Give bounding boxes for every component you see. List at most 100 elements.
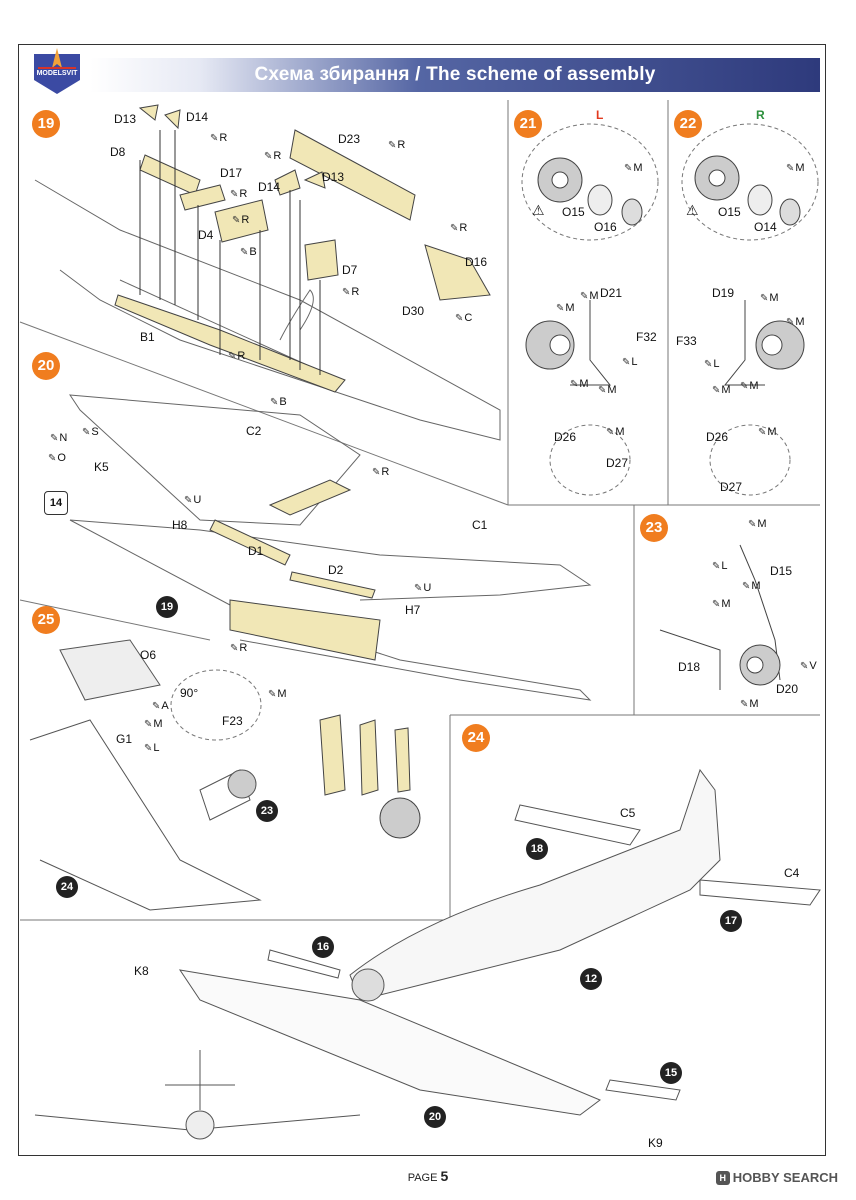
paint-callout: R xyxy=(210,132,227,144)
warning-icon: ⚠ xyxy=(686,202,699,218)
part-label: D18 xyxy=(678,660,701,674)
part-label: D27 xyxy=(606,456,629,470)
step-24-badge: 24 xyxy=(462,724,490,752)
part-label: D7 xyxy=(342,263,358,277)
part-label: D20 xyxy=(776,682,799,696)
part-label: O15 xyxy=(718,205,741,219)
page-number-value: 5 xyxy=(440,1168,449,1184)
paint-callout: M xyxy=(786,316,804,328)
part-label: G1 xyxy=(116,732,133,746)
page-title: Схема збирання / The scheme of assembly xyxy=(254,64,656,85)
part-label: K5 xyxy=(94,460,109,474)
angle-label: 90° xyxy=(180,686,199,700)
part-label: D27 xyxy=(720,480,743,494)
paint-callout: R xyxy=(230,642,247,654)
paint-callout: M xyxy=(712,384,730,396)
paint-callout: M xyxy=(760,292,778,304)
left-side-marker: L xyxy=(596,108,604,122)
part-label: O15 xyxy=(562,205,585,219)
ref-step-18: 18 xyxy=(526,838,548,860)
paint-callout: M xyxy=(742,580,760,592)
part-label: D30 xyxy=(402,304,425,318)
part-label: D8 xyxy=(110,145,126,159)
part-label: H8 xyxy=(172,518,188,532)
paint-callout: S xyxy=(82,426,98,438)
part-label: F32 xyxy=(636,330,657,344)
ref-step-20: 20 xyxy=(424,1106,446,1128)
wheels-21-22 xyxy=(521,123,819,496)
paint-callout: N xyxy=(50,432,67,444)
part-label: O14 xyxy=(754,220,777,234)
ref-step-17: 17 xyxy=(720,910,742,932)
modelsvit-logo xyxy=(34,48,80,94)
paint-callout: R xyxy=(372,466,389,478)
paint-callout: R xyxy=(342,286,359,298)
paint-callout: R xyxy=(450,222,467,234)
ref-step-16: 16 xyxy=(312,936,334,958)
warning-icon: ⚠ xyxy=(532,202,545,218)
part-label: D13 xyxy=(322,170,345,184)
paint-callout: M xyxy=(606,426,624,438)
part-label: D1 xyxy=(248,544,264,558)
part-label: D4 xyxy=(198,228,214,242)
paint-callout: U xyxy=(414,582,431,594)
part-label: D19 xyxy=(712,286,735,300)
page-frame xyxy=(18,44,826,1156)
part-label: K9 xyxy=(648,1136,663,1150)
paint-callout: M xyxy=(556,302,574,314)
ref-step-23: 23 xyxy=(256,800,278,822)
logo-text: MODELSVIT xyxy=(36,70,78,77)
ref-step-12: 12 xyxy=(580,968,602,990)
part-label: C2 xyxy=(246,424,262,438)
paint-callout: R xyxy=(388,139,405,151)
part-label: C1 xyxy=(472,518,488,532)
part-label: D26 xyxy=(554,430,577,444)
paint-callout: R xyxy=(230,188,247,200)
paint-callout: A xyxy=(152,700,168,712)
paint-callout: B xyxy=(270,396,286,408)
paint-callout: L xyxy=(144,742,159,754)
landing-gear-23 xyxy=(659,544,781,690)
part-label: D26 xyxy=(706,430,729,444)
page-label: PAGE xyxy=(407,1172,438,1184)
ref-step-14: 14 xyxy=(44,491,68,515)
ref-step-19: 19 xyxy=(156,596,178,618)
paint-callout: B xyxy=(240,246,256,258)
part-label: K8 xyxy=(134,964,149,978)
paint-callout: M xyxy=(748,518,766,530)
front-view xyxy=(34,1050,361,1140)
step-22-badge: 22 xyxy=(674,110,702,138)
step-19-badge: 19 xyxy=(32,110,60,138)
paint-callout: M xyxy=(268,688,286,700)
watermark-text: HOBBY SEARCH xyxy=(732,1170,838,1185)
paint-callout: M xyxy=(144,718,162,730)
paint-callout: M xyxy=(598,384,616,396)
page-number: PAGE 5 xyxy=(0,1168,856,1184)
cockpit-25 xyxy=(29,639,262,911)
paint-callout: M xyxy=(712,598,730,610)
paint-callout: L xyxy=(704,358,719,370)
part-label: F33 xyxy=(676,334,697,348)
aircraft-24 xyxy=(178,768,821,1116)
ref-step-24: 24 xyxy=(56,876,78,898)
watermark-badge: H xyxy=(715,1171,730,1185)
header-banner: Схема збирання / The scheme of assembly xyxy=(90,58,820,92)
step-23-badge: 23 xyxy=(640,514,668,542)
part-label: D14 xyxy=(186,110,209,124)
interior-parts-19 xyxy=(114,104,491,393)
paint-callout: R xyxy=(228,350,245,362)
step-25-badge: 25 xyxy=(32,606,60,634)
paint-callout: M xyxy=(786,162,804,174)
paint-callout: M xyxy=(570,378,588,390)
part-label: D15 xyxy=(770,564,793,578)
part-label: D13 xyxy=(114,112,137,126)
paint-callout: U xyxy=(184,494,201,506)
part-label: D16 xyxy=(465,255,488,269)
part-label: H7 xyxy=(405,603,421,617)
part-label: F23 xyxy=(222,714,243,728)
part-label: C4 xyxy=(784,866,800,880)
part-label: B1 xyxy=(140,330,155,344)
paint-callout: O xyxy=(48,452,66,464)
part-label: D2 xyxy=(328,563,344,577)
